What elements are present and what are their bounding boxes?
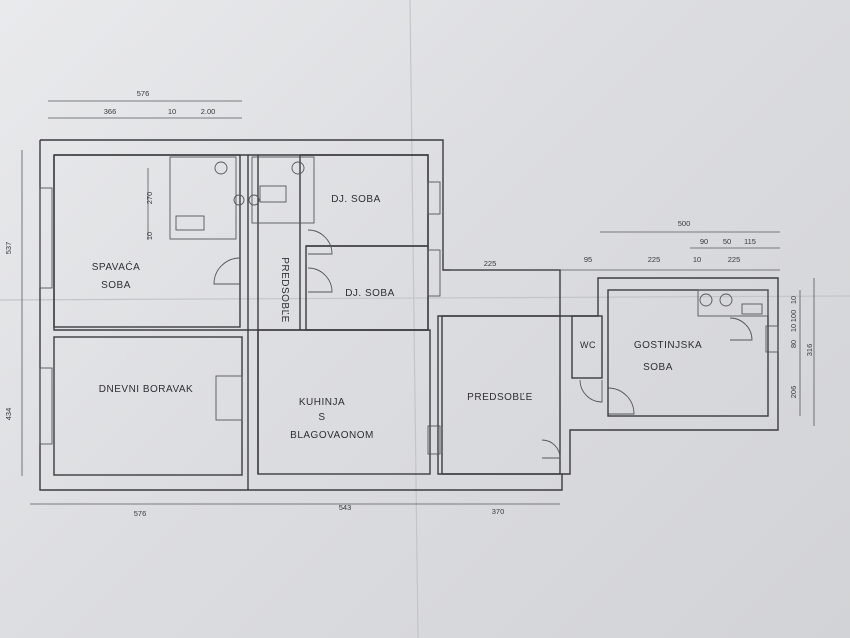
room-label-kitchen: KUHINJA [299,397,345,408]
dim-top-c: 2.00 [201,107,216,116]
dim-right-total: 500 [678,219,691,228]
dim-left-lower: 434 [4,408,13,421]
dim-right-a: 90 [700,237,708,246]
dim-right-b: 50 [723,237,731,246]
dim-left-upper: 537 [4,242,13,255]
dim-top-a: 366 [104,107,117,116]
dim-side-d: 10 [789,324,798,332]
bedroom-walls [53,154,241,328]
dim-bottom-a: 576 [134,509,147,518]
room-label-corridor: PREDSOBĽE [279,257,290,323]
dimension-lines [21,100,815,505]
room-label-guest-room: GOSTINJSKA [634,340,702,351]
dim-side-c: 80 [789,340,798,348]
dim-side-e: 206 [789,386,798,399]
dim-right-c: 115 [744,237,756,246]
dim-small-b: 10 [145,232,154,240]
dim-side-a: 10 [789,296,798,304]
room-label-kids-room-2: DJ. SOBA [345,288,395,299]
dim-small-a: 270 [145,192,154,205]
hall-walls [441,315,561,475]
dim-top-total: 576 [137,89,150,98]
living-room-walls [53,336,243,476]
dim-side-b: 100 [789,310,798,323]
room-label-kitchen-3: BLAGOVAONOM [290,430,374,441]
room-label-living-room: DNEVNI BORAVAK [99,384,193,395]
room-label-kids-room-1: DJ. SOBA [331,194,381,205]
dim-bottom-b: 543 [339,503,352,512]
dim-right-e: 225 [648,255,661,264]
dim-top-b: 10 [168,107,176,116]
dim-bottom-c: 370 [492,507,505,516]
fold-line [409,0,419,638]
room-label-bedroom: SPAVAĆA [92,260,141,273]
windows [39,181,441,455]
dim-right-d: 95 [584,255,592,264]
room-label-hall: PREDSOBĽE [467,392,533,403]
fold-line [0,295,850,301]
room-label-guest-room-2: SOBA [643,362,673,373]
room-label-wc: WC [580,340,596,350]
bathroom-fixtures [169,156,315,240]
room-label-bedroom-2: SOBA [101,280,131,291]
dim-right-h: 225 [484,259,497,268]
annex-walls [560,277,779,475]
dim-right-f: 10 [693,255,701,264]
doors [213,229,753,459]
dim-right-g: 225 [728,255,741,264]
dim-side-f: 316 [805,344,814,357]
room-label-kitchen-2: S [318,412,325,423]
